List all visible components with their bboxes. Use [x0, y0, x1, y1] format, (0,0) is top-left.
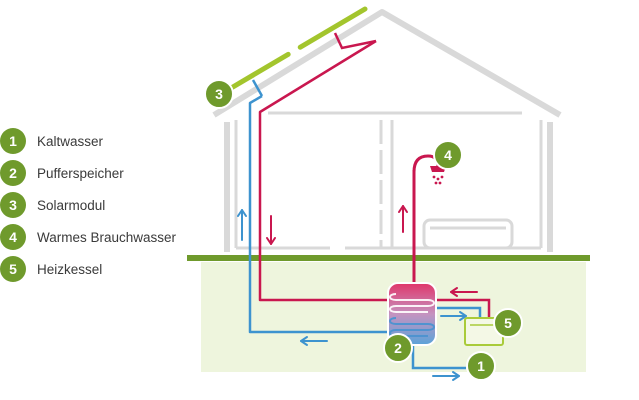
- boiler-cold-pipe: [436, 306, 482, 318]
- legend-item-warmes-brauchwasser: 4 Warmes Brauchwasser: [0, 224, 176, 250]
- svg-text:1: 1: [477, 358, 485, 374]
- legend-label: Warmes Brauchwasser: [37, 229, 177, 245]
- arrow-right-boiler: [440, 311, 467, 321]
- solar-panel: [218, 6, 368, 97]
- house-interior: [234, 111, 543, 250]
- arrow-left-cold: [300, 336, 328, 346]
- shower-drops: [432, 175, 444, 185]
- solar-hot-pipe: [258, 39, 394, 302]
- legend-label: Pufferspeicher: [37, 165, 124, 181]
- solar-panel-strip: [218, 6, 368, 97]
- arrow-up-cold: [237, 209, 247, 241]
- legend-label: Heizkessel: [37, 261, 103, 277]
- legend-number-badge: 3: [0, 192, 26, 218]
- solar-cold-pipe: [248, 94, 392, 334]
- svg-text:3: 3: [215, 86, 223, 102]
- legend-number-badge: 1: [0, 128, 26, 154]
- legend-number-badge: 5: [0, 256, 26, 282]
- legend-number-badge: 2: [0, 160, 26, 186]
- svg-text:4: 4: [444, 147, 452, 163]
- legend-number-badge: 4: [0, 224, 26, 250]
- marker-buffer-tank: 2: [383, 333, 413, 363]
- arrow-left-boiler: [450, 287, 478, 297]
- legend-item-pufferspeicher: 2 Pufferspeicher: [0, 160, 124, 186]
- legend-item-heizkessel: 5 Heizkessel: [0, 256, 102, 282]
- ground-line: [187, 255, 590, 261]
- tank-coil-upper: [389, 293, 435, 313]
- roof: [212, 9, 562, 118]
- legend-item-solarmodul: 3 Solarmodul: [0, 192, 105, 218]
- cold-inflow-pipe: [411, 345, 466, 370]
- marker-hot-water: 4: [433, 140, 463, 170]
- panel-cold-connector: [251, 79, 264, 97]
- house-outline: [212, 9, 562, 252]
- marker-boiler: 5: [493, 308, 523, 338]
- boiler-hot-pipe: [436, 298, 491, 318]
- legend-label: Kaltwasser: [37, 133, 104, 149]
- tank-coil-lower: [389, 317, 435, 337]
- marker-cold-water: 1: [466, 351, 496, 381]
- arrow-down-hot: [266, 215, 276, 245]
- arrow-up-hot-water: [398, 205, 408, 233]
- bathtub: [422, 218, 514, 250]
- svg-text:2: 2: [394, 340, 402, 356]
- panel-hot-connector: [333, 32, 377, 50]
- legend-label: Solarmodul: [37, 197, 106, 213]
- marker-solar-module: 3: [204, 79, 234, 109]
- arrow-right-inflow: [432, 371, 460, 381]
- svg-text:5: 5: [504, 315, 512, 331]
- legend-item-kaltwasser: 1 Kaltwasser: [0, 128, 103, 154]
